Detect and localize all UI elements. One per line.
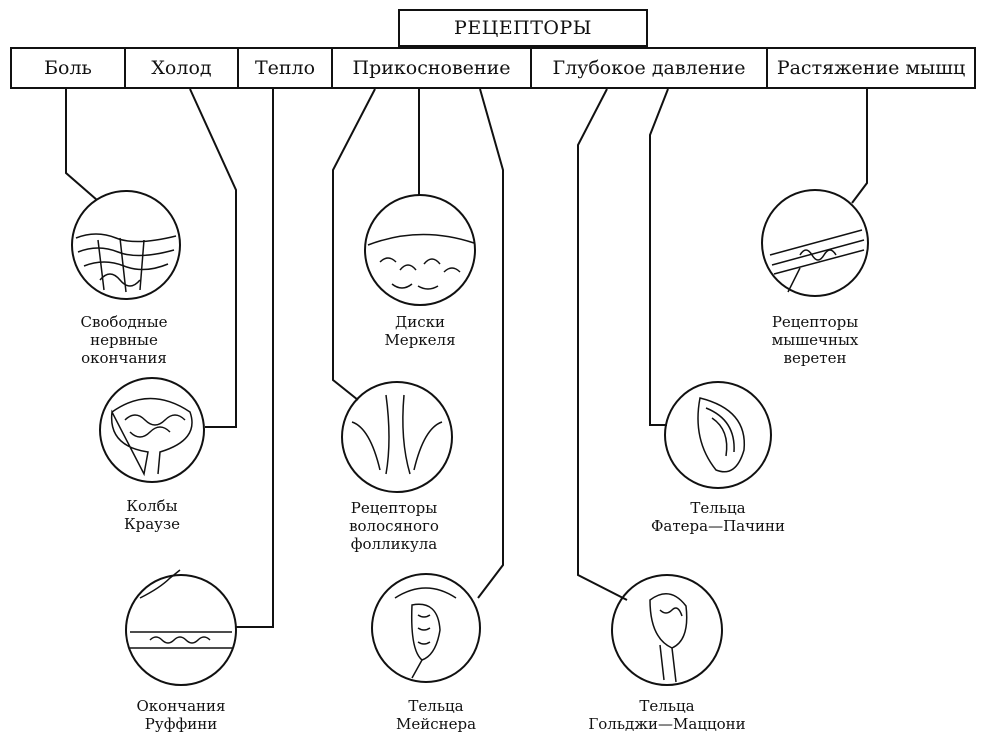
merkel-disc-icon — [365, 195, 475, 305]
label-merkel-discs: Диски Меркеля — [384, 313, 455, 349]
label-krause-bulbs: Колбы Краузе — [124, 497, 180, 533]
label-pacinian-corpuscles: Тельца Фатера—Пачини — [651, 499, 785, 535]
connector-stretch — [852, 89, 867, 203]
connector-touch-meissner — [478, 89, 503, 598]
label-free-nerve-endings: Свободные нервные окончания — [80, 313, 167, 367]
connector-pressure-pacini — [650, 89, 668, 425]
label-ruffini-endings: Окончания Руффини — [136, 697, 225, 733]
ruffini-ending-icon — [126, 575, 236, 685]
connector-pressure-golgi — [578, 89, 627, 600]
meissner-corpuscle-icon — [372, 574, 480, 682]
connector-warmth — [236, 89, 273, 627]
label-muscle-spindle-receptors: Рецепторы мышечных веретен — [772, 313, 859, 367]
golgi-mazzoni-icon — [612, 575, 722, 685]
free-nerve-endings-icon — [72, 191, 180, 299]
label-hair-follicle-receptors: Рецепторы волосяного фолликула — [349, 499, 439, 553]
label-meissner-corpuscles: Тельца Мейснера — [396, 697, 476, 733]
hair-follicle-icon — [342, 382, 452, 492]
connector-cold — [190, 89, 236, 427]
pacinian-corpuscle-icon — [665, 382, 771, 488]
connector-pain — [66, 89, 97, 200]
label-golgi-mazzoni-corpuscles: Тельца Гольджи—Маццони — [588, 697, 745, 733]
